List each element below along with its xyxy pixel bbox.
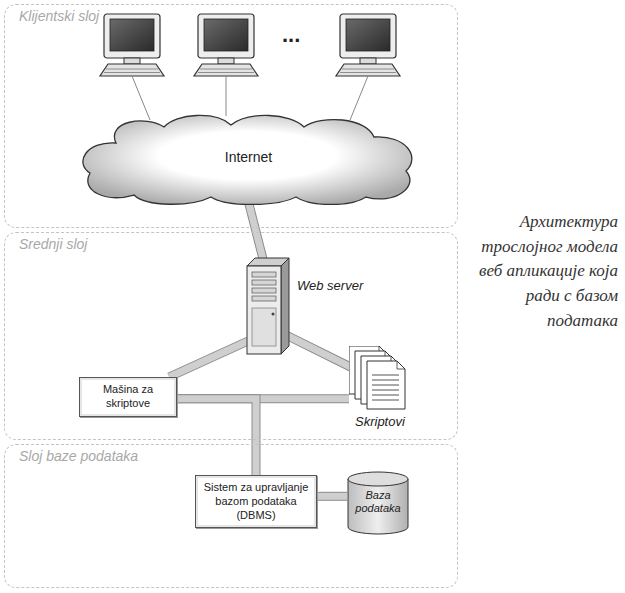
scripts-icon: Skriptovi bbox=[349, 346, 407, 412]
connector bbox=[317, 496, 347, 497]
connector bbox=[249, 202, 264, 259]
connector bbox=[169, 341, 248, 377]
layer-label: Sloj baze podataka bbox=[19, 448, 138, 464]
cloud-label: Internet bbox=[76, 149, 421, 165]
database-label: Baza podataka bbox=[351, 489, 405, 515]
ellipsis-label: ... bbox=[282, 22, 300, 48]
server-tower-icon bbox=[233, 256, 293, 356]
script-engine-box: Mašina za skriptove bbox=[79, 377, 177, 417]
database-cylinder: Baza podataka bbox=[347, 471, 409, 535]
internet-cloud: Internet bbox=[76, 113, 421, 205]
script-pages-icon bbox=[349, 346, 407, 412]
database-layer-band: Sloj baze podatakaSistem za upravljanje … bbox=[4, 444, 458, 588]
figure-caption: Архитектура трослојног модела веб аплика… bbox=[458, 210, 618, 333]
layer-label: Srednji sloj bbox=[19, 236, 87, 252]
icon-label: Web server bbox=[297, 278, 363, 293]
connector bbox=[284, 334, 355, 369]
connector bbox=[177, 399, 256, 475]
middle-layer-band: Srednji slojWeb serverMašina za skriptov… bbox=[4, 232, 458, 440]
node-text: Mašina za skriptove bbox=[86, 383, 170, 411]
dbms-box: Sistem za upravljanje bazom podataka (DB… bbox=[195, 475, 317, 528]
layer-label: Klijentski sloj bbox=[19, 8, 99, 24]
node-text: Sistem za upravljanje bazom podataka (DB… bbox=[202, 481, 310, 522]
client-layer-band: Klijentski slojInternet bbox=[4, 4, 458, 228]
web-server: Web server bbox=[233, 256, 293, 356]
icon-label: Skriptovi bbox=[355, 414, 405, 429]
